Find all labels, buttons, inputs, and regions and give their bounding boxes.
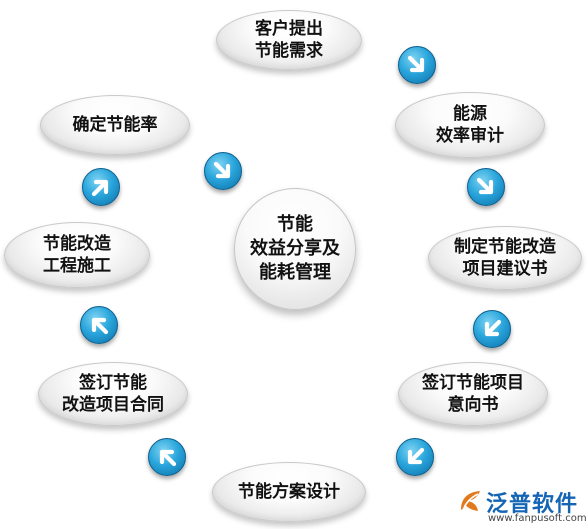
- step-line: 项目建议书: [462, 259, 548, 279]
- center-line: 节能: [277, 214, 313, 235]
- step-line: 确定节能率: [72, 115, 158, 135]
- step-energy-audit: 能源 效率审计: [395, 92, 545, 158]
- brand-logo: 泛普软件 www.fanpusoft.com: [458, 486, 587, 526]
- step-line: 签订节能: [79, 373, 147, 393]
- step-line: 客户提出: [255, 19, 323, 39]
- step-proposal: 制定节能改造 项目建议书: [428, 226, 582, 290]
- arrow-down-right-icon: [398, 46, 436, 84]
- center-line: 效益分享及: [250, 238, 340, 259]
- step-line: 工程施工: [43, 256, 111, 276]
- step-line: 意向书: [447, 395, 499, 415]
- center-line: 能耗管理: [259, 262, 331, 283]
- arrow-up-right-icon: [82, 168, 120, 206]
- step-line: 效率审计: [436, 126, 504, 146]
- step-determine-rate: 确定节能率: [40, 95, 190, 155]
- arrow-down-left-icon: [396, 438, 434, 476]
- arrow-up-left-icon: [80, 306, 118, 344]
- step-line: 改造项目合同: [62, 395, 164, 415]
- logo-name: 泛普软件: [486, 492, 579, 517]
- step-line: 签订节能项目: [422, 373, 524, 393]
- step-customer-request: 客户提出 节能需求: [216, 10, 362, 70]
- logo-url: www.fanpusoft.com: [488, 513, 587, 524]
- arrow-down-right-icon: [204, 152, 242, 190]
- step-scheme-design: 节能方案设计: [212, 462, 366, 522]
- step-sign-contract: 签订节能 改造项目合同: [38, 362, 188, 426]
- step-construction: 节能改造 工程施工: [4, 222, 150, 288]
- step-line: 制定节能改造: [454, 237, 556, 257]
- step-line: 节能方案设计: [238, 482, 340, 502]
- step-line: 节能需求: [255, 41, 323, 61]
- arrow-down-left-icon: [473, 310, 511, 348]
- step-line: 节能改造: [43, 234, 111, 254]
- logo-mark-icon: [461, 491, 480, 511]
- center-hub: 节能 效益分享及 能耗管理: [234, 188, 356, 310]
- step-letter-of-intent: 签订节能项目 意向书: [398, 362, 548, 426]
- arrow-down-right-icon: [467, 168, 505, 206]
- arrow-up-left-icon: [148, 438, 186, 476]
- step-line: 能源: [453, 104, 487, 124]
